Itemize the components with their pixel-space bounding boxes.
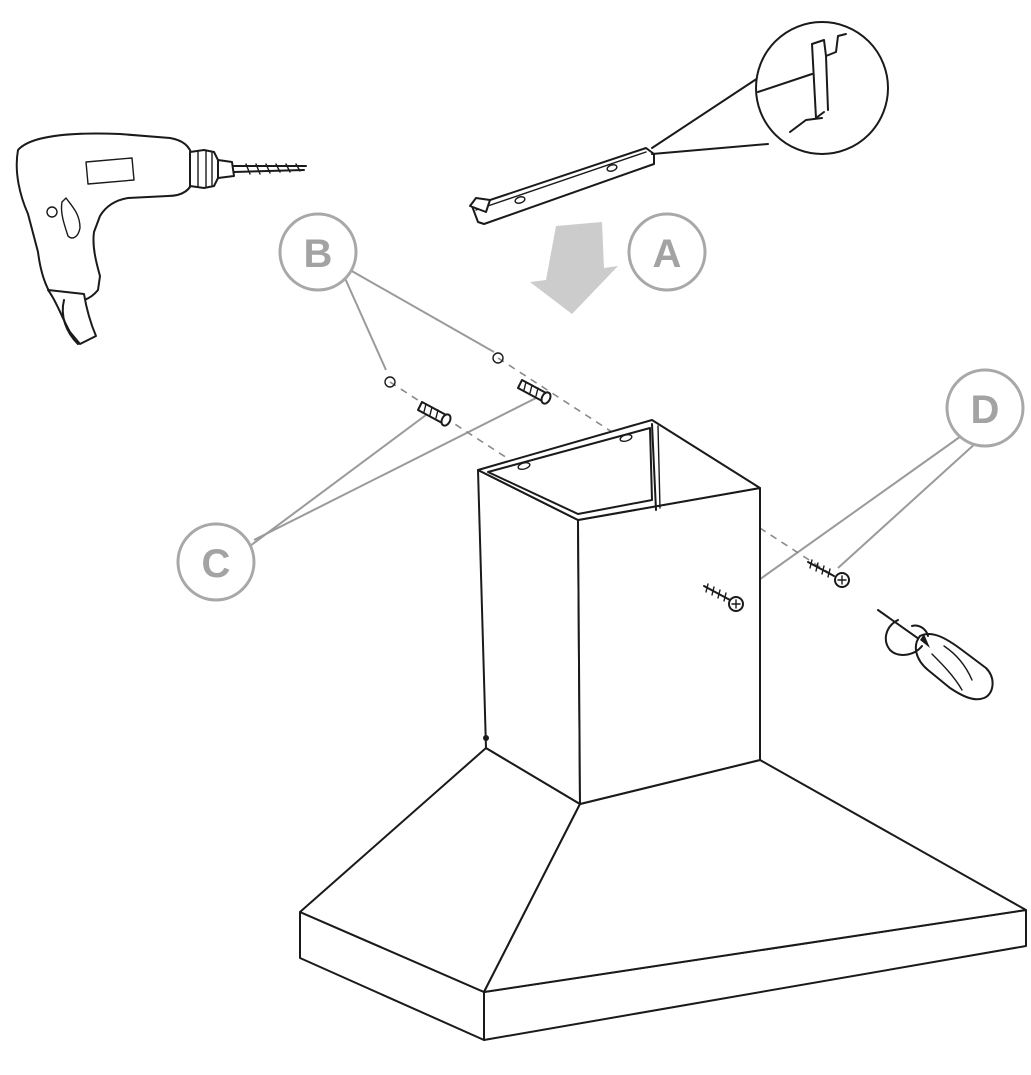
screw-icon [807, 559, 850, 588]
callout-d: D [945, 368, 1025, 448]
chimney-hood-icon [299, 419, 1027, 1041]
callout-a: A [627, 212, 707, 292]
drill-icon [15, 132, 307, 345]
wall-plug-icon [517, 379, 552, 405]
magnifier-detail-icon [651, 21, 889, 155]
leader-lines [249, 269, 989, 593]
callout-b-label: B [304, 232, 333, 276]
drill-hole [492, 352, 504, 364]
callout-b: B [278, 212, 358, 292]
bracket-icon [469, 147, 655, 225]
screwdriver-icon [877, 609, 994, 701]
callout-d-label: D [971, 388, 1000, 432]
wall-plug-icon [417, 401, 452, 427]
drill-hole [384, 376, 396, 388]
down-arrow-icon [530, 222, 618, 314]
callout-a-label: A [653, 232, 682, 276]
callout-c: C [176, 522, 256, 602]
screw-icon [703, 583, 744, 612]
callout-c-label: C [202, 542, 231, 586]
